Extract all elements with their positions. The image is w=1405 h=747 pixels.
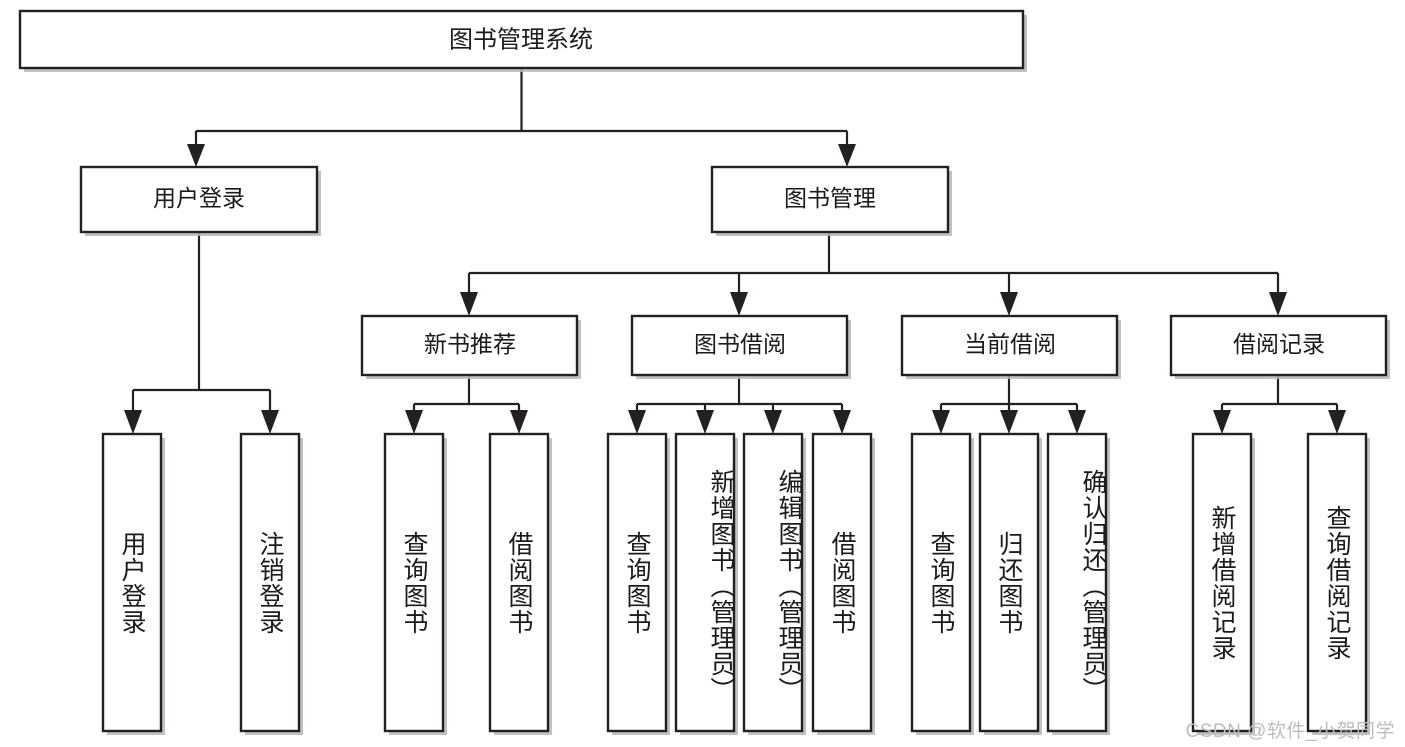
node-user-login-label: 用户登录 (153, 185, 245, 211)
node-user-login[interactable]: 用户登录 (79, 165, 321, 236)
node-leaf-add-book-admin[interactable] (674, 432, 738, 735)
node-book-borrow[interactable]: 图书借阅 (630, 314, 851, 379)
node-book-management[interactable]: 图书管理 (710, 165, 952, 236)
node-current-borrow-label: 当前借阅 (964, 331, 1056, 357)
node-leaf-borrow-book-1[interactable] (488, 432, 552, 735)
node-leaf-return-book[interactable] (978, 432, 1042, 735)
csdn-watermark: CSDN @软件_小贺同学 (1185, 721, 1395, 742)
node-leaf-query-book-1[interactable] (383, 432, 447, 735)
connector-group-root-to-level2 (194, 69, 849, 147)
node-book-borrow-label: 图书借阅 (694, 331, 786, 357)
connector-group-bookborrow-to-leaves (628, 376, 851, 434)
node-leaf-add-borrow-record[interactable] (1191, 432, 1255, 735)
connector-group-bookmgmt-to-level3 (467, 233, 1280, 296)
arrow-bookmgmt-to-record (1269, 292, 1287, 316)
node-root-label: 图书管理系统 (449, 26, 593, 53)
arrow-root-to-book-mgmt (838, 144, 856, 167)
connector-group-userlogin-to-leaves (124, 233, 279, 434)
arrow-bookmgmt-to-borrow (730, 292, 748, 316)
connector-group-currentborrow-to-leaves (932, 376, 1086, 434)
node-root-system[interactable]: 图书管理系统 (18, 9, 1027, 72)
connector-group-newbook-to-leaves (405, 376, 528, 434)
node-leaf-edit-book-admin[interactable] (742, 432, 806, 735)
node-leaf-borrow-book-2[interactable] (811, 432, 875, 735)
node-new-book-recommend[interactable]: 新书推荐 (360, 314, 581, 379)
node-current-borrow[interactable]: 当前借阅 (900, 314, 1121, 379)
arrow-root-to-user-login (187, 144, 205, 167)
node-leaf-query-borrow-record[interactable] (1306, 432, 1370, 735)
node-leaf-query-book-2[interactable] (606, 432, 670, 735)
node-new-book-recommend-label: 新书推荐 (424, 331, 516, 357)
node-leaf-logout-login[interactable] (239, 432, 303, 735)
node-borrow-record[interactable]: 借阅记录 (1169, 314, 1390, 379)
node-leaf-query-book-3[interactable] (910, 432, 974, 735)
arrow-bookmgmt-to-current (1000, 292, 1018, 316)
node-borrow-record-label: 借阅记录 (1233, 331, 1325, 357)
leaf-boxes (101, 432, 1370, 735)
connector-group-borrowrecord-to-leaves (1213, 376, 1346, 434)
arrow-bookmgmt-to-newbook (460, 292, 478, 316)
node-leaf-user-login[interactable] (101, 432, 165, 735)
node-leaf-confirm-return-admin[interactable] (1046, 432, 1110, 735)
node-book-management-label: 图书管理 (784, 185, 876, 211)
